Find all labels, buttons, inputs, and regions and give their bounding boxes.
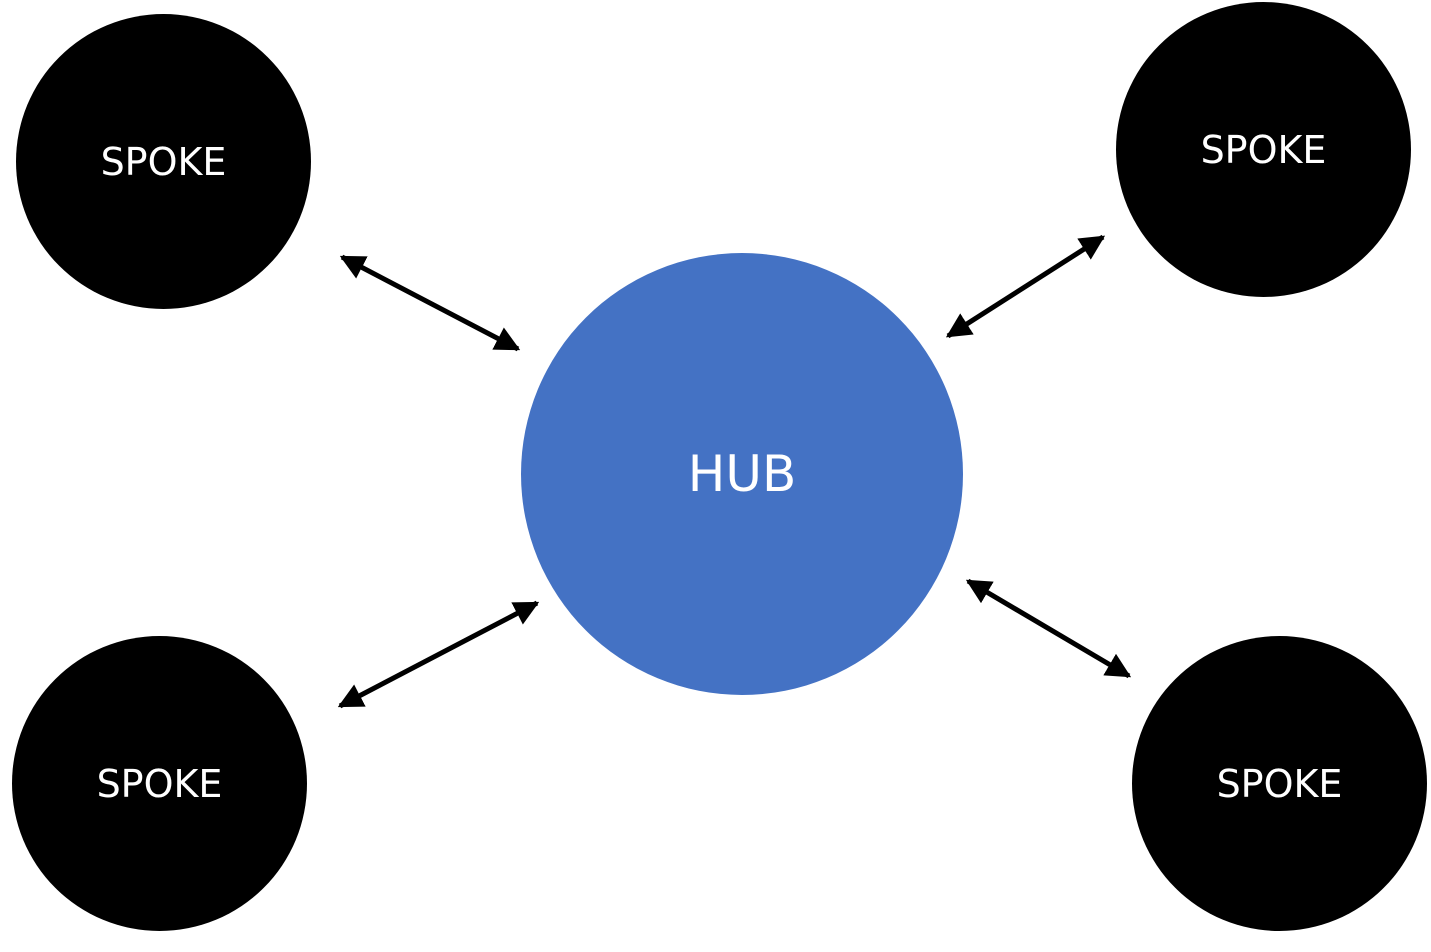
spoke-node-bottom-left: SPOKE: [12, 636, 307, 931]
spoke-node-bottom-right: SPOKE: [1132, 636, 1427, 931]
spoke-label: SPOKE: [1200, 127, 1327, 172]
spoke-node-top-right: SPOKE: [1116, 2, 1411, 297]
hub-label: HUB: [687, 445, 797, 503]
arrow-hub-bottom-right: [965, 578, 1132, 679]
spoke-label: SPOKE: [1216, 761, 1343, 806]
spoke-label: SPOKE: [100, 139, 227, 184]
spoke-label: SPOKE: [96, 761, 223, 806]
arrow-hub-top-left: [339, 254, 521, 352]
arrow-hub-top-right: [945, 234, 1106, 339]
spoke-node-top-left: SPOKE: [16, 14, 311, 309]
arrow-hub-bottom-left: [337, 600, 540, 709]
hub-node: HUB: [521, 253, 963, 695]
